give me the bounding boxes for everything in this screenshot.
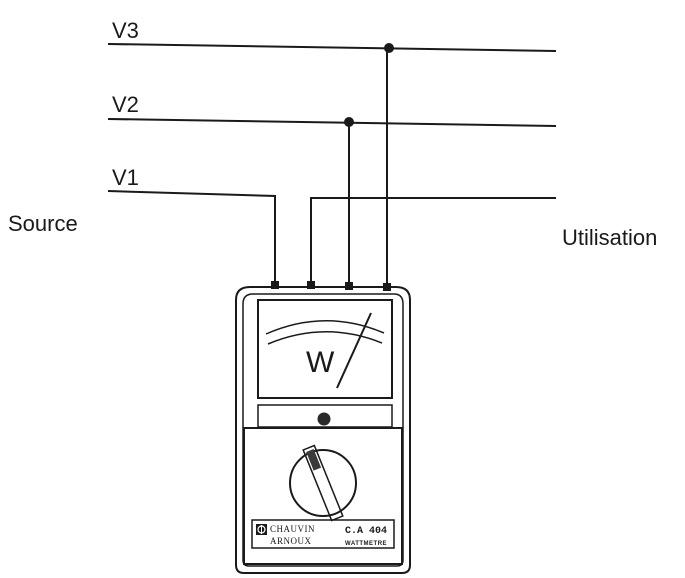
wattmeter: W CHAUVIN ARNOUX C.A 404 WATTMETRE: [235, 286, 411, 574]
meter-scale-outer: [265, 320, 385, 335]
phase-line-v3: [107, 43, 557, 52]
phase-line-v1-load: [310, 197, 556, 283]
meter-model: C.A 404: [345, 526, 387, 537]
label-load: Utilisation: [562, 225, 657, 250]
meter-type: WATTMETRE: [345, 541, 387, 547]
junction-dot-icon: [384, 43, 394, 53]
selector-pointer: [302, 444, 344, 522]
terminal-1: [271, 281, 279, 289]
brand-name-line1: CHAUVIN: [270, 524, 315, 534]
phase-line-v2: [107, 118, 557, 127]
brand-plate: [251, 519, 395, 549]
label-v3: V3: [112, 18, 139, 43]
phase-lines: [107, 43, 557, 283]
indicator-lamp-icon: [317, 412, 331, 426]
brand-name-line2: ARNOUX: [270, 536, 312, 546]
chauvin-arnoux-logo-icon: [256, 524, 267, 535]
meter-display: [257, 299, 393, 399]
meter-case: [235, 286, 411, 574]
meter-unit-symbol: W: [306, 346, 335, 379]
phase-line-v1-source: [107, 190, 276, 283]
terminal-2: [307, 281, 315, 289]
voltage-taps: [344, 43, 394, 286]
label-source: Source: [8, 211, 78, 236]
meter-control-panel: [243, 427, 403, 565]
label-v1: V1: [112, 165, 139, 190]
meter-needle: [336, 312, 372, 389]
label-v2: V2: [112, 92, 139, 117]
meter-scale-inner: [267, 331, 383, 345]
junction-dot-icon: [344, 117, 354, 127]
rotary-selector-knob-icon: [289, 449, 357, 517]
